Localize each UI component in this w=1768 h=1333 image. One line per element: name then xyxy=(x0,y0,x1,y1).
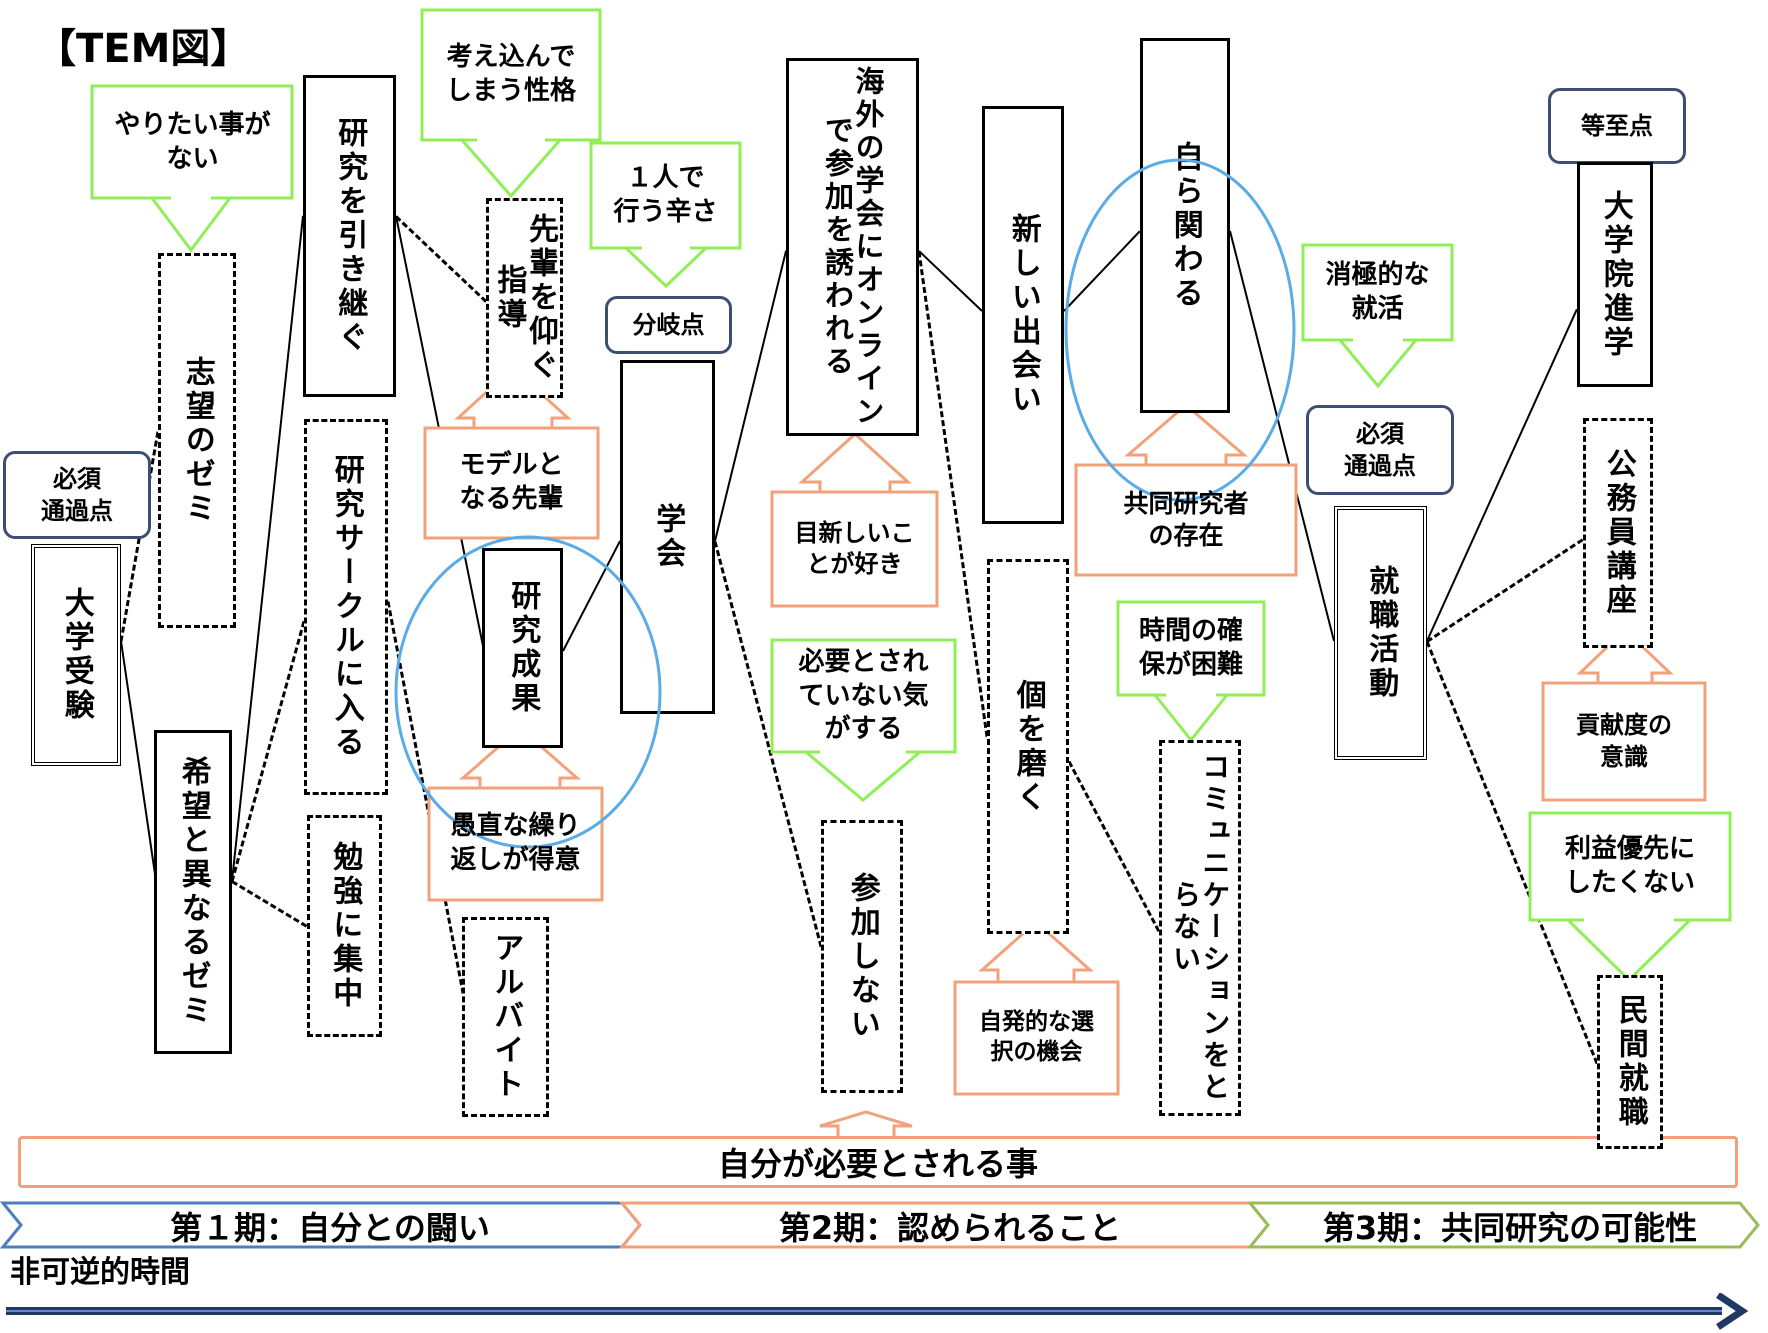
node-daigakuin: 大学院進学 xyxy=(1577,162,1653,387)
node-kenkyu-circle: 研究サークルに入る xyxy=(304,419,388,795)
node-atarashii: 新しい出会い xyxy=(982,106,1064,524)
point-bunki: 分岐点 xyxy=(605,296,732,354)
connector-line xyxy=(231,215,304,882)
callout-shape-band-arrow xyxy=(819,1110,913,1136)
node-comm: コミュニケーションをとらない xyxy=(1159,740,1241,1116)
connector-line xyxy=(1063,230,1141,312)
node-kenkyu-seika: 研究成果 xyxy=(482,548,563,748)
label-kangae: 考え込んで しまう性格 xyxy=(445,42,576,106)
connector-line xyxy=(918,250,983,312)
phase-2-label: 第2期：認められること xyxy=(778,1209,1122,1247)
phase-chevrons xyxy=(0,1201,1760,1249)
diagram-title: 【TEM図】 xyxy=(36,26,251,72)
label-yaritai: やりたい事が ない xyxy=(114,109,271,174)
node-kaigai: 海外の学会にオンラインで参加を誘われる xyxy=(786,58,919,436)
node-sanka-shinai: 参加しない xyxy=(821,820,903,1093)
node-gakkai: 学会 xyxy=(620,360,715,714)
connector-line xyxy=(231,880,308,928)
phase-3-chevron xyxy=(1246,1201,1760,1249)
phase-3-label: 第3期：共同研究の可能性 xyxy=(1322,1209,1698,1247)
node-shushoku: 就職活動 xyxy=(1334,506,1427,760)
label-meatarashii: 目新しいこ とが好き xyxy=(794,518,915,578)
phase-1-label: 第１期：自分との闘い xyxy=(170,1209,490,1247)
node-senpai: 先輩を仰ぐ指導 xyxy=(486,198,563,398)
node-mizukara: 自ら関わる xyxy=(1140,38,1230,413)
connector-line xyxy=(1067,760,1161,933)
node-kenkyu-hikitsugu: 研究を引き継ぐ xyxy=(303,75,396,397)
point-hissu-2: 必須 通過点 xyxy=(1306,405,1454,495)
label-jihatsu: 自発的な選 択の機会 xyxy=(979,1009,1094,1065)
time-axis-arrow xyxy=(6,1293,1749,1330)
label-hitori: １人で 行う辛さ xyxy=(613,163,718,227)
connector-line xyxy=(394,215,488,303)
node-kibou-zemi: 希望と異なるゼミ xyxy=(154,730,232,1054)
connector-line xyxy=(562,540,621,652)
connector-line xyxy=(120,640,157,882)
label-rieki: 利益優先に したくない xyxy=(1564,834,1695,898)
label-hitsuyou: 必要とされ ていない気 がする xyxy=(798,646,929,745)
time-axis-label: 非可逆的時間 xyxy=(10,1255,190,1290)
point-toushi: 等至点 xyxy=(1548,88,1686,164)
node-koumuin: 公務員講座 xyxy=(1583,418,1653,648)
label-kouken: 貢献度の 意識 xyxy=(1576,711,1672,771)
label-guchoku: 愚直な繰り 返しが得意 xyxy=(450,811,581,875)
node-daigaku-juken: 大学受験 xyxy=(31,544,121,766)
label-model: モデルと なる先輩 xyxy=(459,450,564,514)
label-jikan: 時間の確 保が困難 xyxy=(1138,616,1243,680)
label-kyoudou: 共同研究者 の存在 xyxy=(1123,488,1249,551)
node-benkyou: 勉強に集中 xyxy=(307,815,382,1037)
label-shoukyoku: 消極的な 就活 xyxy=(1325,260,1430,324)
connector-line xyxy=(230,621,306,882)
node-ko-migaku: 個を磨く xyxy=(987,559,1069,934)
band-jibun-hitsuyou: 自分が必要とされる事 xyxy=(18,1136,1738,1188)
node-minkan: 民間就職 xyxy=(1597,975,1663,1149)
node-shibo-zemi: 志望のゼミ xyxy=(158,253,236,628)
node-arbeit: アルバイト xyxy=(462,917,549,1117)
point-hissu-1: 必須 通過点 xyxy=(3,451,151,539)
